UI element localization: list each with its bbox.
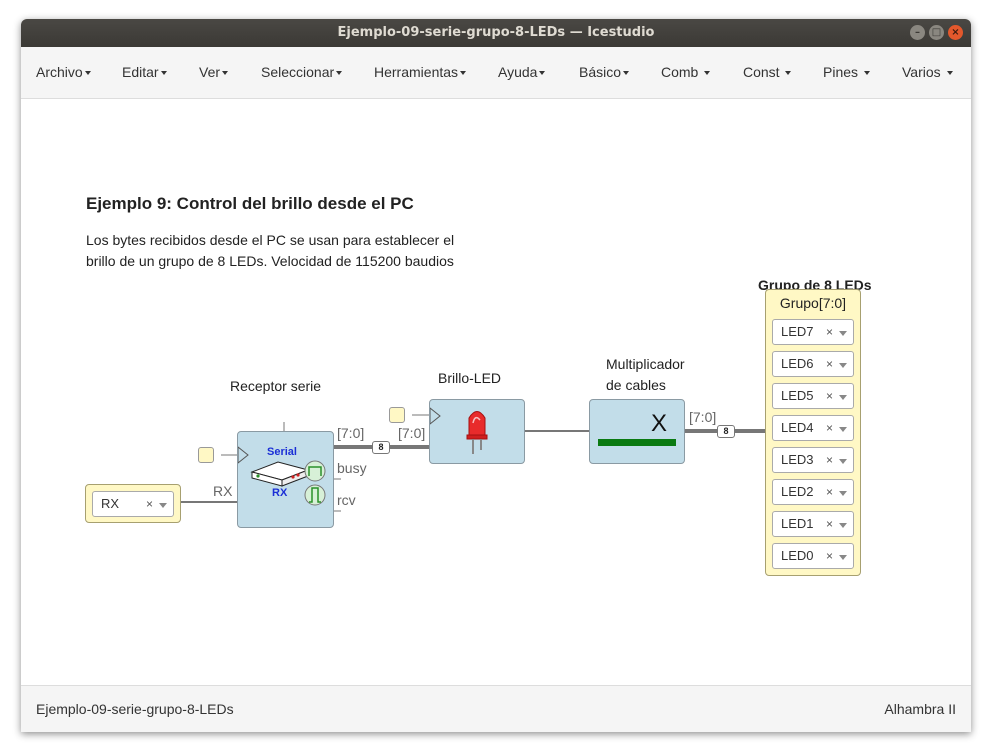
clear-icon[interactable]: × — [825, 325, 833, 339]
bus-width-badge: 8 — [372, 441, 390, 454]
menu-basico[interactable]: Básico — [579, 47, 630, 98]
bus-width-badge-2: 8 — [717, 425, 735, 438]
minimize-button[interactable]: – — [910, 25, 925, 40]
dropdown-arrow-icon[interactable] — [839, 331, 847, 336]
design-canvas[interactable]: Ejemplo 9: Control del brillo desde el P… — [21, 99, 971, 684]
menu-const[interactable]: Const — [743, 47, 792, 98]
led-select[interactable]: LED0× — [772, 543, 854, 569]
led-select[interactable]: LED7× — [772, 319, 854, 345]
dropdown-arrow-icon[interactable] — [839, 363, 847, 368]
rx-icon-text: RX — [272, 487, 288, 499]
rx-wire-label: RX — [213, 483, 233, 499]
mult-symbol: X — [651, 410, 668, 437]
rx-input-pin[interactable]: RX × — [85, 484, 181, 523]
serial-receiver-icon — [238, 446, 326, 506]
brillo-input-label: [7:0] — [398, 425, 426, 441]
status-bar: Ejemplo-09-serie-grupo-8-LEDs Alhambra I… — [21, 685, 971, 732]
window-title: Ejemplo-09-serie-grupo-8-LEDs — Icestudi… — [337, 25, 655, 40]
dropdown-arrow-icon[interactable] — [839, 459, 847, 464]
caret-down-icon — [460, 71, 467, 76]
serial-block-label: Receptor serie — [230, 378, 322, 394]
serial-param-input[interactable] — [198, 447, 214, 463]
caret-down-icon — [623, 71, 630, 76]
mult-block-label: Multiplicador de cables — [606, 356, 685, 393]
caret-down-icon — [704, 71, 711, 76]
led-select[interactable]: LED2× — [772, 479, 854, 505]
caret-down-icon — [336, 71, 343, 76]
serial-receiver-block[interactable]: Serial RX — [237, 431, 334, 528]
clear-icon[interactable]: × — [825, 389, 833, 403]
status-project-name: Ejemplo-09-serie-grupo-8-LEDs — [36, 701, 234, 717]
led-group-output[interactable]: Grupo[7:0] LED7× LED6× LED5× LED4× LED3×… — [765, 289, 861, 576]
red-led-icon — [430, 407, 488, 454]
menu-editar[interactable]: Editar — [122, 47, 167, 98]
clear-icon[interactable]: × — [825, 453, 833, 467]
dropdown-arrow-icon[interactable] — [839, 427, 847, 432]
menu-bar: Archivo Editar Ver Seleccionar Herramien… — [21, 47, 971, 99]
caret-down-icon — [539, 71, 546, 76]
bus-bar-icon — [598, 439, 676, 446]
close-button[interactable]: × — [948, 25, 963, 40]
caret-down-icon — [84, 71, 91, 76]
caret-down-icon — [946, 71, 953, 76]
clear-icon[interactable]: × — [145, 497, 153, 511]
serial-out-data-label: [7:0] — [337, 425, 365, 441]
rx-pin-select[interactable]: RX × — [92, 491, 174, 517]
multiplicador-block[interactable]: X — [589, 399, 685, 464]
led-select[interactable]: LED1× — [772, 511, 854, 537]
example-heading: Ejemplo 9: Control del brillo desde el P… — [86, 194, 414, 213]
led-select[interactable]: LED5× — [772, 383, 854, 409]
menu-archivo[interactable]: Archivo — [36, 47, 91, 98]
dropdown-arrow-icon[interactable] — [839, 491, 847, 496]
menu-pines[interactable]: Pines — [823, 47, 870, 98]
description-line-2: brillo de un grupo de 8 LEDs. Velocidad … — [86, 253, 454, 269]
clear-icon[interactable]: × — [825, 517, 833, 531]
brillo-led-block[interactable] — [429, 399, 525, 464]
menu-comb[interactable]: Comb — [661, 47, 711, 98]
dropdown-arrow-icon[interactable] — [839, 555, 847, 560]
menu-ayuda[interactable]: Ayuda — [498, 47, 546, 98]
serial-out-rcv-label: rcv — [337, 492, 356, 508]
clear-icon[interactable]: × — [825, 485, 833, 499]
dropdown-arrow-icon[interactable] — [839, 395, 847, 400]
app-window: Ejemplo-09-serie-grupo-8-LEDs — Icestudi… — [21, 19, 971, 732]
brillo-block-label: Brillo-LED — [438, 370, 502, 386]
dropdown-arrow-icon[interactable] — [159, 503, 167, 508]
brillo-param-input[interactable] — [389, 407, 405, 423]
group-name: Grupo[7:0] — [779, 295, 847, 311]
dropdown-arrow-icon[interactable] — [839, 523, 847, 528]
clear-icon[interactable]: × — [825, 421, 833, 435]
menu-herramientas[interactable]: Herramientas — [374, 47, 467, 98]
title-bar: Ejemplo-09-serie-grupo-8-LEDs — Icestudi… — [21, 19, 971, 47]
clear-icon[interactable]: × — [825, 549, 833, 563]
caret-down-icon — [785, 71, 792, 76]
clear-icon[interactable]: × — [825, 357, 833, 371]
caret-down-icon — [863, 71, 870, 76]
caret-down-icon — [222, 71, 229, 76]
status-board-name[interactable]: Alhambra II — [884, 701, 956, 717]
caret-down-icon — [160, 71, 167, 76]
led-select[interactable]: LED4× — [772, 415, 854, 441]
description-line-1: Los bytes recibidos desde el PC se usan … — [86, 232, 455, 248]
menu-varios[interactable]: Varios — [902, 47, 953, 98]
menu-ver[interactable]: Ver — [199, 47, 229, 98]
serial-icon-text: Serial — [267, 446, 297, 458]
mult-output-label: [7:0] — [689, 409, 717, 425]
led-select[interactable]: LED6× — [772, 351, 854, 377]
serial-out-busy-label: busy — [337, 460, 367, 476]
maximize-button[interactable]: □ — [929, 25, 944, 40]
led-select[interactable]: LED3× — [772, 447, 854, 473]
menu-seleccionar[interactable]: Seleccionar — [261, 47, 343, 98]
